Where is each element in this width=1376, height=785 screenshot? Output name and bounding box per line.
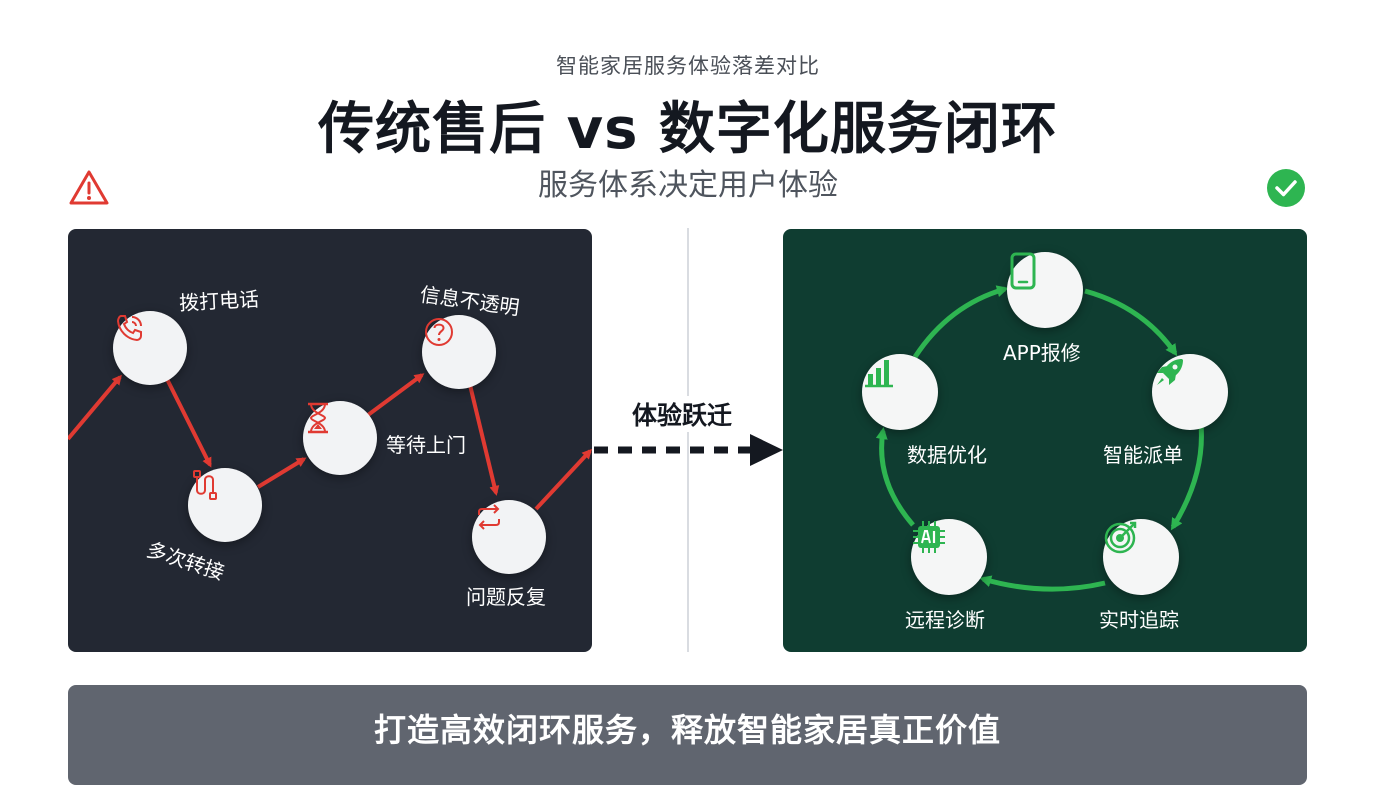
phone-call-icon xyxy=(116,315,142,342)
step-node-app xyxy=(1007,252,1083,328)
step-node-call xyxy=(113,311,187,385)
step-label-optimize: 数据优化 xyxy=(907,443,987,467)
kicker-text: 智能家居服务体验落差对比 xyxy=(556,54,820,78)
step-node-tracking xyxy=(1103,519,1179,595)
question-circle-icon xyxy=(425,318,453,346)
check-circle-icon xyxy=(1266,168,1306,212)
conclusion-text: 打造高效闭环服务，释放智能家居真正价值 xyxy=(373,711,1001,749)
step-node-opaque xyxy=(422,315,496,389)
page-subtitle: 服务体系决定用户体验 xyxy=(538,168,838,203)
center-divider xyxy=(687,228,689,652)
transition-label: 体验跃迁 xyxy=(630,396,735,432)
service-loop-arrows xyxy=(875,285,1204,592)
smartphone-icon xyxy=(1010,252,1036,290)
step-label-repeat: 问题反复 xyxy=(466,585,546,609)
step-label-call: 拨打电话 xyxy=(178,286,260,316)
page-title: 传统售后 vs 数字化服务闭环 xyxy=(318,97,1058,162)
conclusion-banner: 打造高效闭环服务，释放智能家居真正价值 xyxy=(68,685,1307,785)
step-node-remote xyxy=(911,519,987,595)
bar-chart-icon xyxy=(865,360,893,388)
warning-triangle-icon xyxy=(68,168,110,212)
target-icon xyxy=(1104,521,1137,554)
cable-transfer-icon xyxy=(193,470,217,500)
digital-service-panel: APP报修 智能派单 实时追踪 xyxy=(783,229,1307,652)
step-label-dispatch: 智能派单 xyxy=(1103,443,1183,467)
transition-arrow xyxy=(592,430,784,474)
traditional-service-panel: 拨打电话 多次转接 等待上门 信息不透明 问题反复 xyxy=(68,229,592,652)
repeat-arrows-icon xyxy=(478,504,500,530)
step-node-transfer xyxy=(188,468,262,542)
step-label-tracking: 实时追踪 xyxy=(1099,608,1179,632)
traditional-flow-arrows xyxy=(68,373,592,511)
rocket-icon xyxy=(1157,359,1183,385)
hourglass-icon xyxy=(308,402,328,434)
step-label-remote: 远程诊断 xyxy=(905,608,985,632)
step-node-wait xyxy=(303,401,377,475)
step-label-wait: 等待上门 xyxy=(386,433,466,457)
step-node-repeat xyxy=(472,500,546,574)
ai-chip-icon xyxy=(913,521,945,553)
step-node-dispatch xyxy=(1152,354,1228,430)
step-label-app: APP报修 xyxy=(1003,341,1081,365)
step-node-optimize xyxy=(862,354,938,430)
